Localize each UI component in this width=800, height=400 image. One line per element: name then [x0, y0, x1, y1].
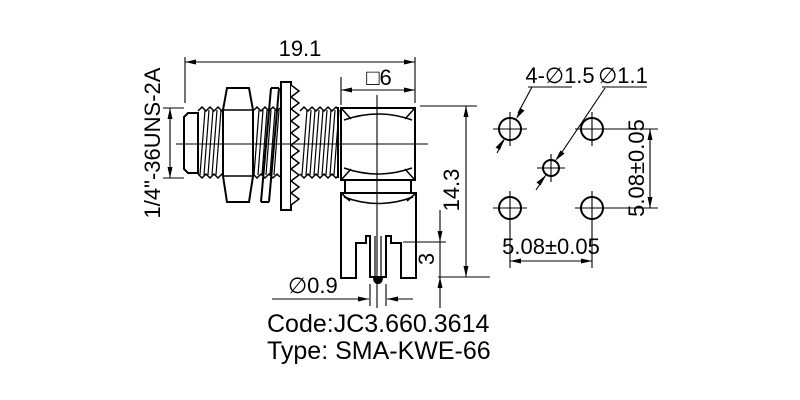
dim-leg-length-text: 3 [414, 253, 439, 265]
dim-vertical-pitch-text: 5.08±0.05 [624, 119, 649, 217]
leader-corner-holes: 4-∅1.5 [495, 63, 595, 154]
flat-washer [280, 81, 292, 211]
spring-washer [260, 87, 280, 203]
thread-section-front [197, 105, 224, 180]
title-notes: Code:JC3.660.3614 Type: SMA-KWE-66 [267, 310, 491, 365]
side-view: 19.1 □6 1/4"-36UNS-2A 14.3 [140, 36, 490, 308]
dim-overall-length-text: 19.1 [279, 36, 322, 61]
dim-thread-spec: 1/4"-36UNS-2A [140, 67, 184, 218]
center-pin-tip [373, 277, 383, 284]
thread-section-middle [252, 105, 281, 180]
type-line: Type: SMA-KWE-66 [267, 337, 491, 365]
dim-body-height: 14.3 [420, 105, 490, 278]
thread-hatch-front [199, 109, 222, 176]
connector-end-cap [183, 112, 199, 174]
dim-overall-length: 19.1 [184, 36, 416, 103]
corner-holes-label: 4-∅1.5 [525, 63, 594, 88]
footprint-view: 4-∅1.5 ∅1.1 5.08±0.05 5.08±0.05 [493, 63, 658, 268]
dim-leg-length: 3 [403, 210, 446, 308]
body-flange-band [344, 179, 412, 194]
thread-hatch-rear [301, 109, 340, 176]
code-line: Code:JC3.660.3614 [267, 310, 489, 338]
dim-vertical-pitch: 5.08±0.05 [624, 119, 653, 217]
mounting-hole-bottom-left [493, 191, 527, 268]
dim-square-size-text: □6 [366, 65, 392, 90]
tooth-lock-washer [289, 84, 301, 206]
thread-section-rear [299, 105, 340, 180]
dim-square-size: □6 [340, 65, 415, 105]
thread-spec-text: 1/4"-36UNS-2A [140, 67, 165, 218]
lower-body-legs [340, 192, 417, 284]
dim-pin-diameter: ∅0.9 [272, 273, 413, 306]
mounting-hole-top-right [575, 112, 658, 146]
leader-center-hole: ∅1.1 [535, 63, 648, 191]
center-pin-hole [537, 154, 565, 182]
dim-horizontal-pitch: 5.08±0.05 [502, 234, 600, 264]
dim-pin-diameter-text: ∅0.9 [288, 273, 338, 298]
dim-horizontal-pitch-text: 5.08±0.05 [502, 234, 600, 259]
thread-hatch-middle [253, 109, 280, 176]
mounting-hole-top-left [493, 112, 527, 146]
hex-nut [222, 87, 254, 203]
dim-body-height-text: 14.3 [439, 169, 464, 212]
center-hole-label: ∅1.1 [598, 63, 648, 88]
mounting-hole-bottom-right [575, 191, 658, 268]
